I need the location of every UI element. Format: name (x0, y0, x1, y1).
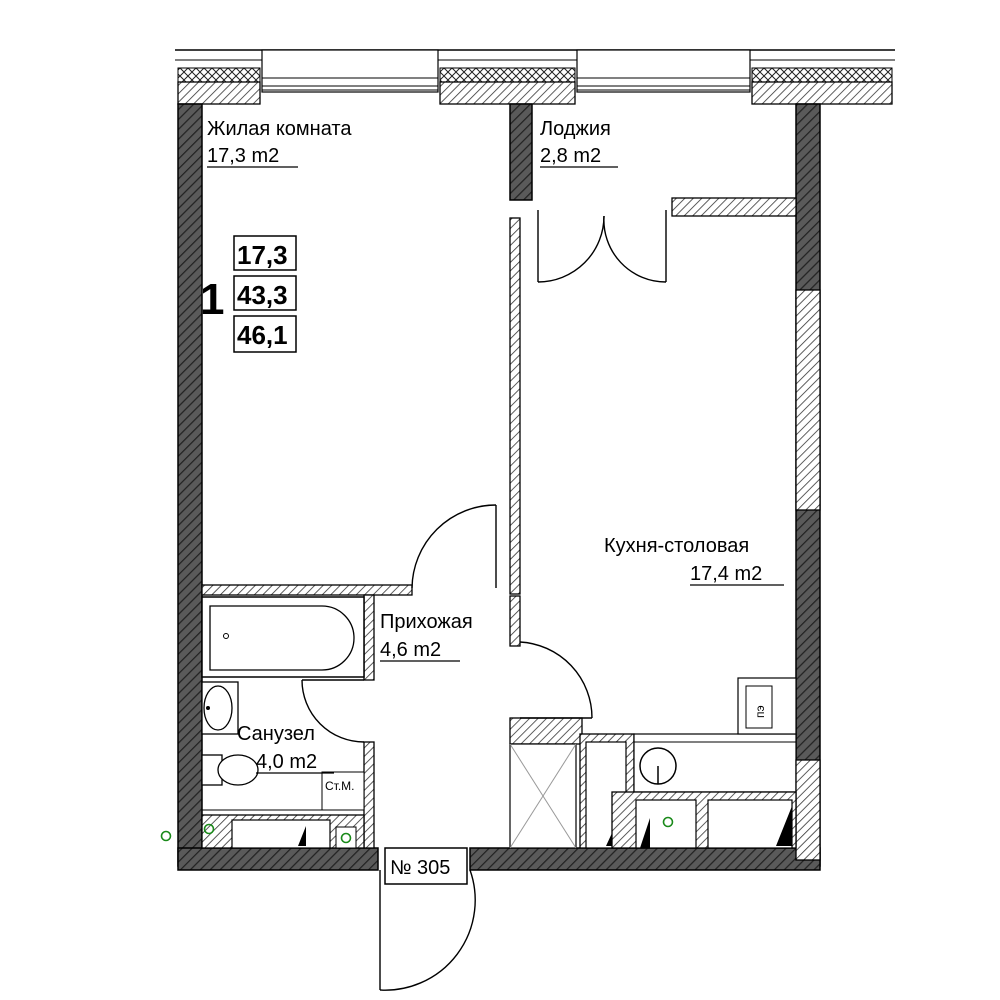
toilet-icon (201, 754, 259, 786)
utility-marker-icon (662, 816, 674, 828)
riser-box (202, 771, 365, 811)
partition-living-kitchen (509, 217, 521, 595)
wall-bottom-left (177, 847, 379, 871)
loggia-rail (671, 197, 797, 217)
partition-bath-hall-lower (363, 741, 375, 849)
kitchen-door (519, 641, 593, 719)
apartment-number-plate: № 305 (384, 847, 468, 885)
entrance-door (379, 869, 476, 991)
living-area-value: 17,3 (237, 240, 288, 270)
kitchen-lower-niche (611, 759, 821, 861)
bath-niche (201, 814, 365, 849)
living-room-door (411, 504, 497, 589)
facade-top (175, 49, 895, 105)
cabinet-cross (509, 743, 577, 849)
stove-label: пэ (753, 705, 767, 718)
kitchen-sink-icon (639, 747, 677, 785)
partition-bath-hall (363, 594, 375, 681)
bathroom-door (301, 679, 365, 743)
total-area-value: 43,3 (237, 280, 288, 310)
apartment-number: № 305 (390, 857, 450, 879)
room-name-hall: Прихожая (380, 611, 473, 633)
room-area-bathroom: 4,0 m2 (256, 751, 317, 773)
wall-partition-loggia (509, 103, 533, 201)
riser-label: Ст.М. (325, 779, 355, 793)
stove-icon (737, 677, 797, 735)
bathtub-icon (201, 596, 365, 678)
window-kitchen (576, 49, 751, 93)
loggia-door (537, 210, 667, 283)
room-area-kitchen: 17,4 m2 (690, 563, 762, 585)
utility-marker-icon (340, 832, 352, 844)
wall-right-upper (795, 289, 821, 511)
utility-marker-icon (203, 823, 215, 835)
window-living (261, 49, 439, 93)
partition-hall-kitchen (509, 595, 521, 647)
partition-living-bath (201, 584, 413, 596)
apartment-type-number: 1 (200, 275, 224, 324)
room-area-hall: 4,6 m2 (380, 639, 441, 661)
total-area-with-loggia-value: 46,1 (237, 320, 288, 350)
room-name-bathroom: Санузел (237, 723, 315, 745)
room-area-loggia: 2,8 m2 (540, 145, 601, 167)
utility-marker-icon (160, 830, 172, 842)
apartment-summary: 1 17,3 43,3 46,1 (200, 235, 297, 353)
wall-left (177, 103, 203, 867)
room-area-living: 17,3 m2 (207, 145, 279, 167)
partition-kitchen-counter (509, 717, 583, 745)
room-name-loggia: Лоджия (540, 118, 611, 140)
wall-bottom-right (469, 847, 821, 871)
sink-icon (201, 681, 239, 735)
room-name-living: Жилая комната (207, 118, 352, 140)
room-name-kitchen: Кухня-столовая (604, 535, 749, 557)
